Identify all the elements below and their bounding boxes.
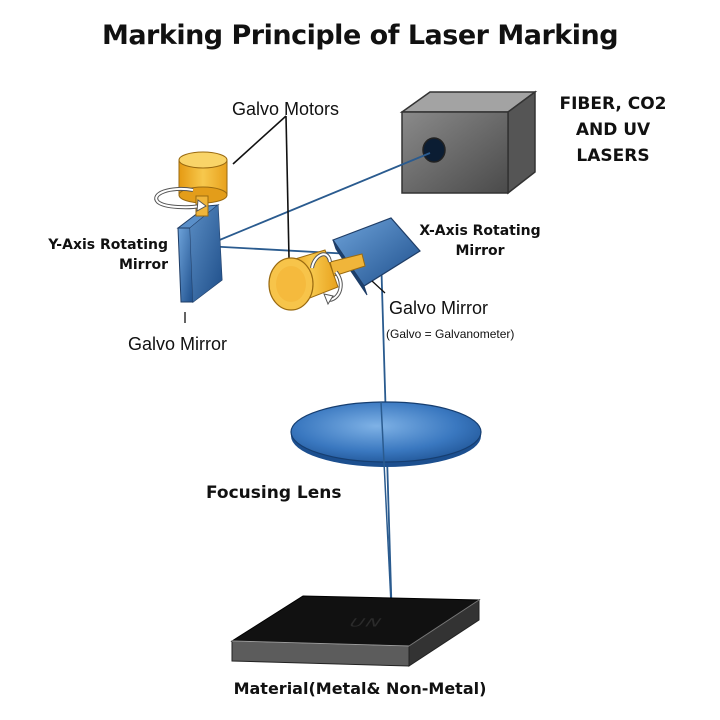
laser-source-line-3: LASERS [576,146,650,166]
y-axis-mirror-label: Y-Axis Rotating Mirror [22,235,168,275]
material-label: Material(Metal& Non-Metal) [233,679,487,698]
laser-aperture [422,137,446,163]
galvo-motors-leaders [232,115,290,259]
x-axis-label-line-2: Mirror [455,243,505,259]
focusing-lens-label: Focusing Lens [206,483,342,503]
laser-source-box [399,90,538,195]
diagram-title: Marking Principle of Laser Marking [101,20,619,51]
galvo-mirror-right-label: Galvo Mirror [389,298,489,318]
y-axis-galvo-motor [154,151,228,217]
laser-source-line-2: AND UV [575,120,651,140]
laser-source-line-1: FIBER, CO2 [559,94,667,114]
y-axis-mirror [176,203,223,303]
y-axis-label-line-2: Mirror [118,257,168,273]
galvo-mirror-leaders [184,280,386,323]
focusing-lens [290,401,482,624]
galvo-mirror-left-label: Galvo Mirror [128,334,228,354]
x-axis-mirror-label: X-Axis Rotating Mirror [398,221,562,261]
galvo-motors-label: Galvo Motors [232,99,340,119]
material-block [230,595,481,667]
x-axis-label-line-1: X-Axis Rotating [419,223,541,239]
x-axis-galvo-motor [268,249,366,311]
y-axis-label-line-1: Y-Axis Rotating [48,237,168,253]
galvo-note-label: (Galvo = Galvanometer) [386,327,515,341]
laser-source-label: FIBER, CO2 AND UV LASERS [553,91,673,169]
